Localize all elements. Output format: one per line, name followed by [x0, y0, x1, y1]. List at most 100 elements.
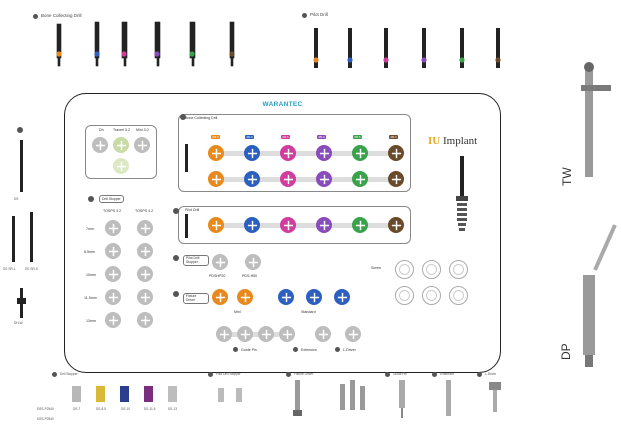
- pd-slot-1[interactable]: [208, 217, 224, 233]
- ext-slot[interactable]: [315, 326, 331, 342]
- stopper-slot-1a[interactable]: [105, 220, 121, 236]
- fd-std-slot-3[interactable]: [334, 289, 350, 305]
- hex-cross-icon: [95, 140, 105, 150]
- bc-slot-5b[interactable]: [352, 171, 368, 187]
- bc-slot-4a[interactable]: [316, 145, 332, 161]
- stopper-slot-2a[interactable]: [105, 243, 121, 259]
- hex-cross-icon: [319, 174, 329, 184]
- fd-std-slot-2[interactable]: [306, 289, 322, 305]
- pilot-drill-title: Pilot Drill: [185, 208, 200, 212]
- pd-slot-5[interactable]: [352, 217, 368, 233]
- drill-icon: [185, 214, 188, 238]
- hex-cross-icon: [247, 148, 257, 158]
- dp-label: DP: [559, 343, 573, 360]
- bottom-title-5: Extension: [440, 371, 454, 376]
- bottom-title-2: Pilot Drill Stopper: [216, 371, 241, 376]
- stopper-slot-3b[interactable]: [137, 266, 153, 282]
- hex-cross-icon: [140, 292, 150, 302]
- extension-label: Extension: [301, 347, 317, 352]
- bc-slot-4b[interactable]: [316, 171, 332, 187]
- hex-cross-icon: [116, 140, 126, 150]
- stopper-label-4: DS-11.5: [144, 407, 156, 411]
- screw-ring-5[interactable]: [422, 286, 441, 305]
- bone-collecting-drills-illustration: [56, 21, 235, 67]
- stopper-row-2: 8.5mm: [84, 250, 95, 254]
- hex-cross-icon: [391, 174, 401, 184]
- top-group-col3: Mini 3.0: [136, 128, 149, 132]
- bc-slot-3a[interactable]: [280, 145, 296, 161]
- hex-cross-icon: [108, 292, 118, 302]
- pd-slot-3[interactable]: [280, 217, 296, 233]
- bc-slot-1a[interactable]: [208, 145, 224, 161]
- screw-ring-3[interactable]: [449, 260, 468, 279]
- hex-cross-icon: [318, 329, 328, 339]
- stopper-slot-1b[interactable]: [137, 220, 153, 236]
- guide-pin-illustration: [399, 380, 405, 418]
- bc-slot-2a[interactable]: [244, 145, 260, 161]
- hex-cross-icon: [108, 246, 118, 256]
- screw-ring-6[interactable]: [449, 286, 468, 305]
- bc-slot-2b[interactable]: [244, 171, 260, 187]
- bc-slot-3b[interactable]: [280, 171, 296, 187]
- ldriver-label: L-Driver: [343, 347, 356, 352]
- hex-cross-icon: [140, 269, 150, 279]
- stopper-slot-4a[interactable]: [105, 289, 121, 305]
- stopper-slot-2b[interactable]: [137, 243, 153, 259]
- bc-slot-1b[interactable]: [208, 171, 224, 187]
- bc-slot-6a[interactable]: [388, 145, 404, 161]
- tray-slot-traverl-lower[interactable]: [113, 158, 129, 174]
- hex-cross-icon: [137, 140, 147, 150]
- hex-cross-icon: [355, 148, 365, 158]
- drill-stoppers-illustration: [72, 386, 177, 402]
- tw-label: TW: [560, 167, 574, 186]
- top-group-col2: Traverl 3.2: [113, 128, 131, 132]
- hex-cross-icon: [391, 148, 401, 158]
- pd-slot-6[interactable]: [388, 217, 404, 233]
- gp-slot-2[interactable]: [237, 326, 253, 342]
- bottom-section-6: L-Driver: [477, 372, 496, 377]
- pd-slot-2[interactable]: [244, 217, 260, 233]
- stopper-slot-4b[interactable]: [137, 289, 153, 305]
- hex-cross-icon: [108, 223, 118, 233]
- hex-cross-icon: [215, 292, 225, 302]
- tray-slot-dh[interactable]: [92, 137, 108, 153]
- tray-slot-traverl[interactable]: [113, 137, 129, 153]
- pds-label-2: PDS-H50: [242, 274, 258, 278]
- chip-3: Ø4.5: [281, 135, 291, 139]
- hex-cross-icon: [215, 257, 225, 267]
- hex-cross-icon: [140, 223, 150, 233]
- stopper-slot-5a[interactable]: [105, 312, 121, 328]
- pd-slot-4[interactable]: [316, 217, 332, 233]
- hex-cross-icon: [319, 220, 329, 230]
- gp-slot-4[interactable]: [279, 326, 295, 342]
- left-tool-label-3: DS SR-S: [25, 267, 38, 271]
- pds-slot-2[interactable]: [245, 254, 261, 270]
- bc-slot-5a[interactable]: [352, 145, 368, 161]
- fd-mini-slot-1[interactable]: [212, 289, 228, 305]
- gp-slot-1[interactable]: [216, 326, 232, 342]
- bc-slot-6b[interactable]: [388, 171, 404, 187]
- section-number-badge: [477, 372, 482, 377]
- drill-stopper-col2: TOSPS 4.2: [135, 209, 154, 213]
- stopper-slot-3a[interactable]: [105, 266, 121, 282]
- hex-cross-icon: [355, 174, 365, 184]
- stopper-slot-5b[interactable]: [137, 312, 153, 328]
- torque-wrench-illustration: [581, 62, 617, 367]
- screw-ring-2[interactable]: [422, 260, 441, 279]
- hex-cross-icon: [261, 329, 271, 339]
- hex-cross-icon: [281, 292, 291, 302]
- screw-label: Screw: [371, 266, 381, 270]
- screw-ring-1[interactable]: [395, 260, 414, 279]
- fd-mini-slot-2[interactable]: [237, 289, 253, 305]
- fd-std-slot-1[interactable]: [278, 289, 294, 305]
- fd-mini-label: Mini: [234, 310, 241, 314]
- chip-2: Ø4.0: [245, 135, 255, 139]
- tray-slot-mini[interactable]: [134, 137, 150, 153]
- fd-standard-label: Standard: [301, 310, 316, 314]
- ldriver-slot[interactable]: [345, 326, 361, 342]
- screw-ring-4[interactable]: [395, 286, 414, 305]
- top-left-header: Bone Collecting Drill: [33, 13, 82, 19]
- stopper-row-5: 13mm: [86, 319, 96, 323]
- gp-slot-3[interactable]: [258, 326, 274, 342]
- pds-slot-1[interactable]: [212, 254, 228, 270]
